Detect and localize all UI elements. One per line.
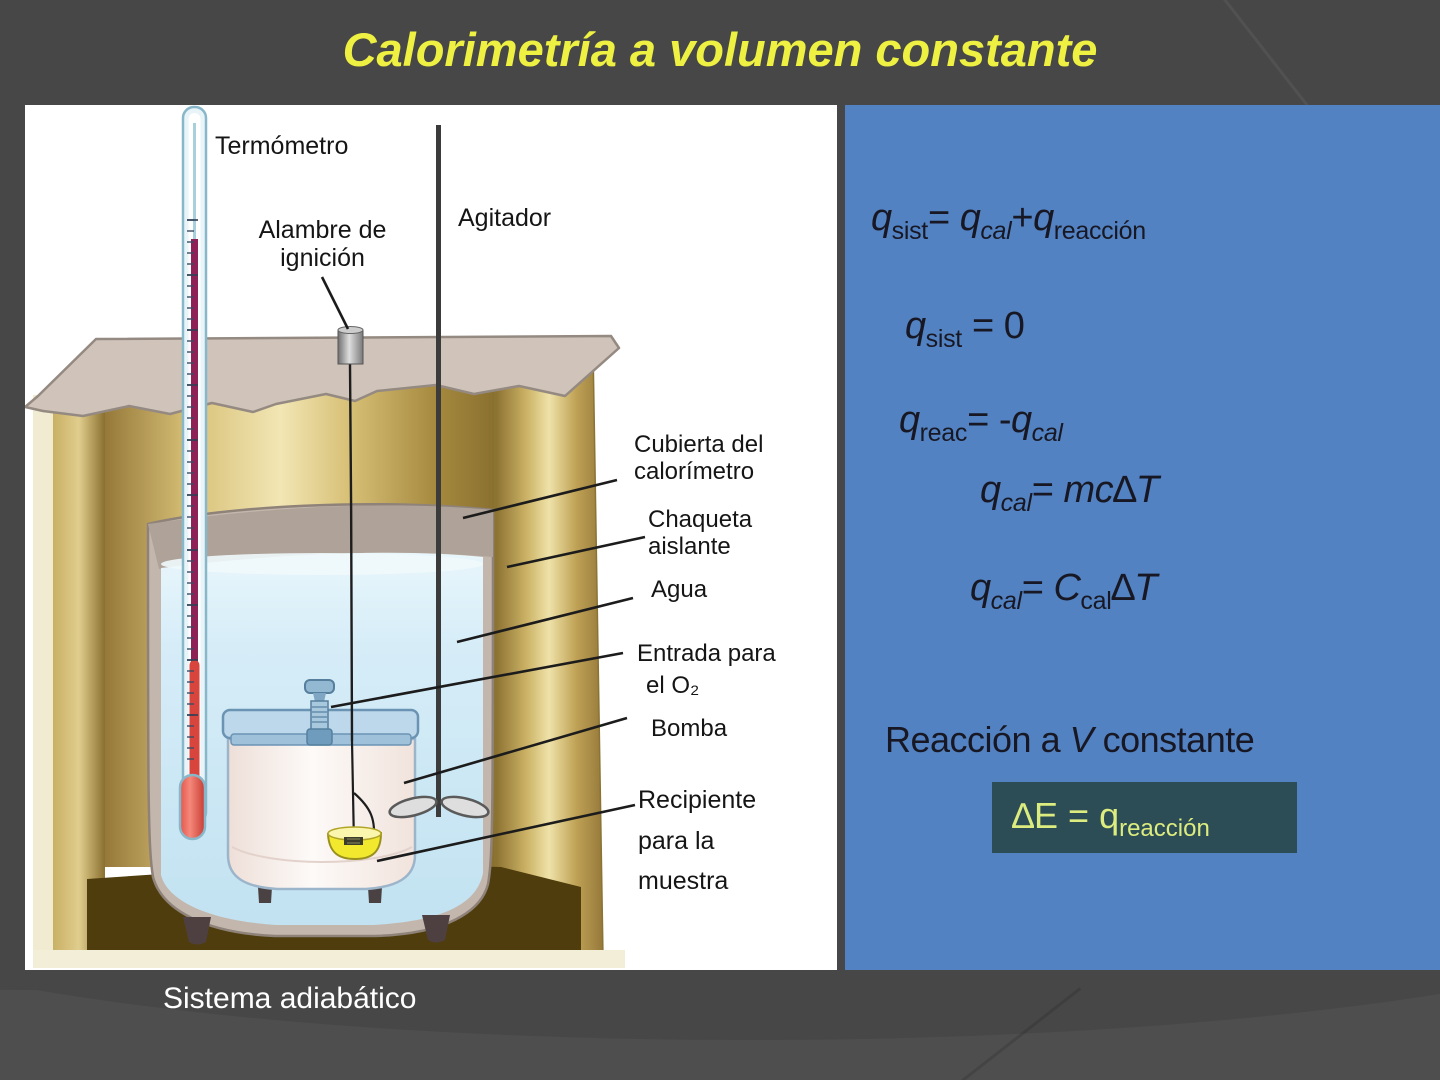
reaction-v-constant-text: Reacción a V constante [885, 719, 1255, 761]
label-recipiente-line3: muestra [638, 867, 729, 895]
eq5-sub1: cal [990, 587, 1022, 615]
leader-lines [320, 276, 646, 863]
label-chaqueta-line2: aislante [648, 533, 731, 561]
eq1-eq: = [927, 197, 960, 239]
eq4-T: T [1135, 469, 1159, 511]
eq5-T: T [1134, 567, 1157, 609]
eq1-plus: + [1011, 197, 1034, 239]
label-chaqueta-line1: Chaqueta [648, 506, 753, 533]
label-alambre-line1: Alambre de [258, 216, 387, 244]
eq5-q1: q [970, 567, 991, 609]
eq5-delta: ∆ [1111, 567, 1135, 609]
eq3-eq: = - [967, 399, 1011, 441]
eq3-q1: q [899, 399, 920, 441]
equation-qsist-sum: qsist= qcal+qreacción [871, 197, 1146, 246]
label-cubierta-line1: Cubierta del [634, 431, 764, 458]
delta-e-result-box: ∆E = qreacción [992, 782, 1297, 853]
box-main: ∆E = q [1012, 795, 1120, 836]
reaccion-t2: constante [1093, 719, 1255, 760]
label-recipiente-line1: Recipiente [638, 786, 757, 814]
label-bomba: Bomba [651, 715, 728, 742]
label-agua: Agua [651, 576, 708, 603]
equation-qsist-zero: qsist = 0 [905, 305, 1025, 354]
jacket-lid [25, 334, 621, 418]
eq3-sub1: reac [919, 419, 968, 447]
label-alambre: Alambre de ignición [235, 216, 410, 273]
label-agitador: Agitador [458, 204, 552, 232]
bucket-feet [183, 915, 450, 945]
ignition-port [337, 326, 364, 365]
eq4-eq: = [1031, 469, 1064, 511]
label-chaqueta: Chaqueta aislante [648, 506, 752, 560]
diagram-panel: Termómetro Alambre de ignición Agitador … [25, 105, 837, 970]
eq5-sub2: cal [1080, 587, 1112, 615]
reaccion-v: V [1069, 719, 1094, 760]
eq1-sub1: sist [891, 217, 929, 245]
equation-qreac: qreac= -qcal [899, 399, 1063, 448]
eq1-q2: q [959, 197, 981, 239]
sample-cup [326, 826, 383, 861]
eq3-q2: q [1010, 399, 1032, 441]
eq4-q1: q [980, 469, 1001, 511]
eq1-q3: q [1033, 197, 1054, 239]
label-recipiente: Recipiente para la muestra [638, 780, 756, 902]
thermometer-bulb [178, 773, 207, 841]
eq1-sub3: reacción [1053, 217, 1146, 245]
label-cubierta: Cubierta del calorímetro [634, 431, 763, 485]
eq5-eq: = [1021, 567, 1054, 609]
bomb-valve [304, 679, 335, 746]
eq2-rest: = 0 [961, 305, 1025, 347]
eq4-mc: mc [1063, 469, 1114, 511]
eq2-sub1: sist [925, 325, 963, 353]
eq1-sub2: cal [980, 217, 1012, 245]
label-entrada-line1: Entrada para [637, 640, 776, 667]
page-title: Calorimetría a volumen constante [342, 23, 1098, 76]
calorimeter-illustration [25, 105, 646, 968]
thermometer [178, 105, 208, 841]
label-termometro: Termómetro [215, 132, 349, 160]
label-alambre-line2: ignición [280, 244, 365, 273]
eq5-C: C [1053, 567, 1081, 609]
equations-panel: qsist= qcal+qreacción qsist = 0 qreac= -… [845, 105, 1440, 970]
label-entrada-line2: el O₂ [646, 672, 700, 699]
label-cubierta-line2: calorímetro [634, 458, 755, 486]
footer-caption: Sistema adiabático [163, 982, 417, 1015]
eq1-q1: q [871, 197, 892, 239]
label-recipiente-line2: para la [638, 826, 715, 855]
equation-qcal-mcdt: qcal= mc∆T [980, 469, 1159, 518]
eq2-q1: q [905, 305, 926, 347]
box-sub: reacción [1119, 815, 1210, 842]
equation-qcal-ccaldt: qcal= Ccal∆T [970, 567, 1157, 616]
bomb [221, 679, 420, 903]
reaccion-t1: Reacción a [885, 719, 1070, 760]
eq3-sub2: cal [1031, 419, 1063, 447]
eq4-sub1: cal [1000, 489, 1032, 517]
stirrer [388, 125, 490, 819]
eq4-delta: ∆ [1113, 469, 1136, 511]
